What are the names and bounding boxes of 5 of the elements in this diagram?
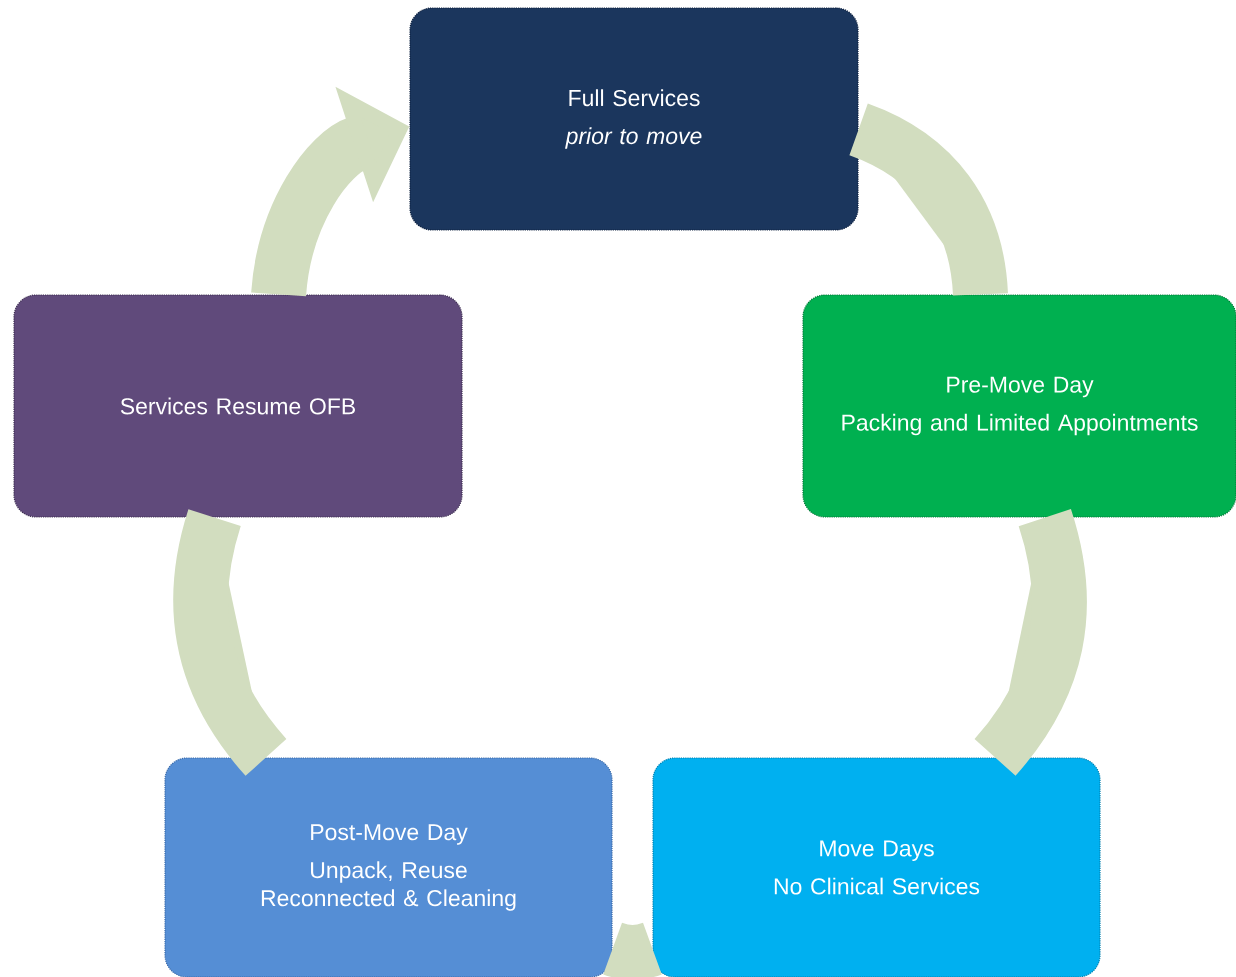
process-box: Move Days No Clinical Services xyxy=(652,757,1101,977)
process-box: Pre-Move Day Packing and Limited Appointments xyxy=(802,294,1236,518)
process-box: Post-Move Day Unpack, Reuse Reconnected & Cleaning xyxy=(164,757,613,977)
process-box: Full Services prior to move xyxy=(409,7,859,231)
process-box: Services Resume OFB xyxy=(13,294,463,518)
